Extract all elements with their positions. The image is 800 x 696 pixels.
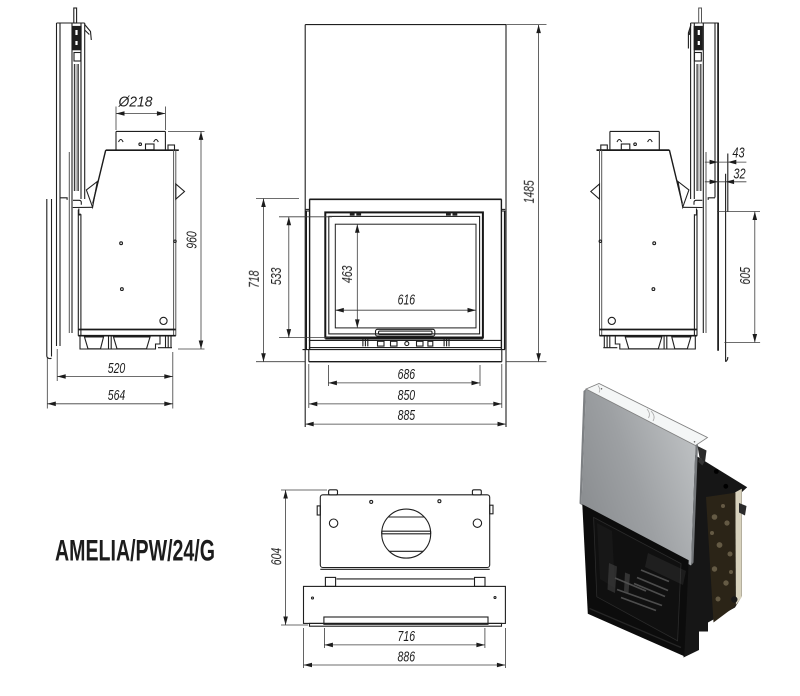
svg-text:850: 850 [398,388,416,404]
svg-text:686: 686 [398,367,416,383]
svg-text:533: 533 [269,268,285,286]
svg-text:605: 605 [738,267,754,285]
svg-text:43: 43 [732,146,744,162]
svg-text:718: 718 [247,270,263,288]
svg-text:Ø218: Ø218 [118,94,153,110]
svg-text:520: 520 [108,361,126,377]
svg-text:716: 716 [398,629,416,645]
svg-text:32: 32 [733,166,745,182]
svg-text:AMELIA/PW/24/G: AMELIA/PW/24/G [55,535,215,568]
svg-text:885: 885 [398,408,416,424]
svg-text:960: 960 [185,231,201,249]
svg-text:616: 616 [398,293,416,309]
svg-text:1485: 1485 [522,180,538,203]
svg-text:564: 564 [108,388,126,404]
svg-text:886: 886 [398,649,416,665]
svg-text:463: 463 [340,266,356,284]
svg-text:604: 604 [269,548,285,566]
